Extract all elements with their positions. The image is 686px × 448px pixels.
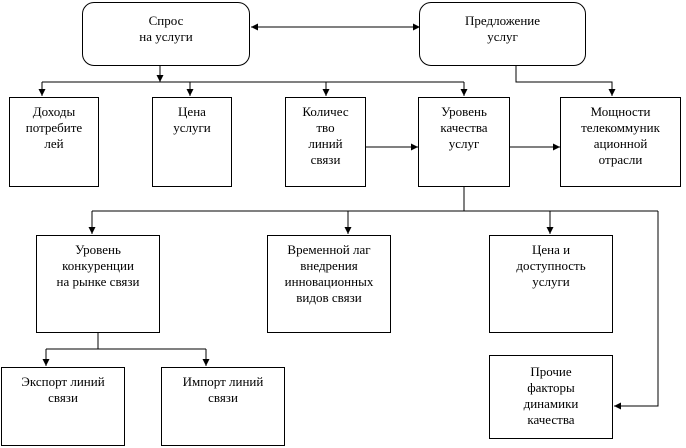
node-capacity: Мощности телекоммуник ационной отрасли [560, 97, 681, 187]
arrow-to-other [614, 211, 659, 410]
node-supply: Предложение услуг [419, 2, 586, 66]
node-other: Прочие факторы динамики качества [489, 355, 613, 439]
node-lag: Временной лаг внедрения инновационных ви… [267, 235, 391, 333]
node-price: Цена услуги [152, 97, 232, 187]
node-competition: Уровень конкуренции на рынке связи [36, 235, 160, 333]
node-availability: Цена и доступность услуги [489, 235, 613, 333]
node-export: Экспорт линий связи [1, 367, 125, 446]
node-income: Доходы потребите лей [9, 97, 99, 187]
node-quality: Уровень качества услуг [418, 97, 510, 187]
node-lines: Количес тво линий связи [285, 97, 366, 187]
node-import: Импорт линий связи [161, 367, 285, 446]
arrow-supply-capacity [515, 66, 616, 96]
node-demand: Спрос на услуги [82, 2, 250, 66]
